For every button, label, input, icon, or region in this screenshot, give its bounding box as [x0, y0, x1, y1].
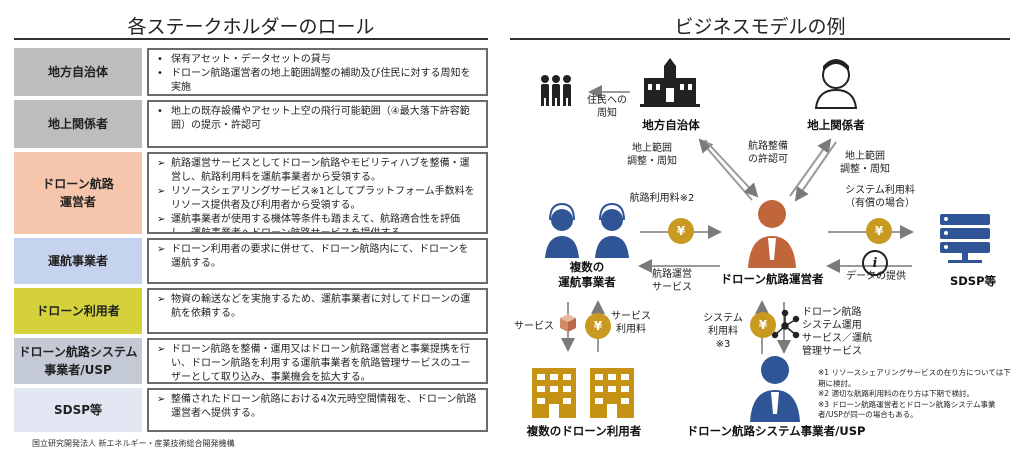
route-operator-icon — [748, 200, 796, 268]
yen-coin-icon: ¥ — [585, 313, 611, 339]
label-route-permit: 航路整備 の許認可 — [748, 141, 788, 165]
footnotes: ※1 リソースシェアリングサービスの在り方については下期に検討。 ※2 適切な航… — [818, 368, 1018, 421]
role-bullet: 運航事業者が使用する機体等条件も踏まえて、航路適合性を評価し、運航事業者へドロー… — [157, 213, 478, 232]
drone-users-buildings-icon — [532, 368, 634, 418]
role-bullet: ドローン航路を整備・運用又はドローン航路運営者と事業提携を行い、ドローン航路を利… — [157, 343, 478, 382]
role-bullet: 航路運営サービスとしてドローン航路やモビリティハブを整備・運営し、航路利用料を運… — [157, 157, 478, 185]
node-sdsp: SDSP等 — [949, 274, 997, 288]
flight-operators-icon — [545, 202, 629, 258]
node-local-gov: 地方自治体 — [642, 118, 700, 132]
label-data-provide: データの提供 — [846, 271, 906, 282]
arrow-localgov-to-operator — [704, 139, 759, 198]
network-icon — [771, 309, 800, 339]
right-section-title: ビジネスモデルの例 — [674, 16, 846, 38]
right-title-rule — [510, 38, 1010, 40]
yen-coin-icon: ¥ — [668, 218, 694, 244]
footnote-1: ※1 リソースシェアリングサービスの在り方については下期に検討。 — [818, 368, 1011, 388]
role-row: 地方自治体保有アセット・データセットの貸与ドローン航路運営者の地上範囲調整の補助… — [14, 48, 488, 96]
info-icon: i — [862, 250, 888, 276]
label-route-fee: 航路利用料※2 — [629, 193, 695, 204]
yen-coin-icon: ¥ — [750, 312, 776, 338]
arrow-operator-to-localgov — [698, 138, 753, 201]
role-bullet: リソースシェアリングサービス※1としてプラットフォーム手数料をリソース提供者及び… — [157, 185, 478, 213]
role-row: ドローン利用者物資の輸送などを実施するため、運航事業者に対してドローンの運航を依… — [14, 288, 488, 334]
label-system-service: ドローン航路 システム運用 サービス／運航 管理サービス — [802, 307, 872, 357]
role-label: ドローン航路システム 事業者/USP — [14, 338, 142, 384]
role-label: 運航事業者 — [14, 238, 142, 284]
node-flight-operators: 複数の 運航事業者 — [558, 260, 616, 289]
service-box-icon — [560, 314, 576, 332]
ground-owner-icon — [814, 59, 858, 109]
role-row: SDSP等整備されたドローン航路における4次元時空間情報を、ドローン航路運営者へ… — [14, 388, 488, 432]
label-route-service: 航路運営 サービス — [652, 269, 692, 293]
role-bullet: 保有アセット・データセットの貸与 — [157, 53, 478, 67]
footnote-3: ※3 ドローン航路運営者とドローン航路システム事業者/USPが同一の場合もある。 — [818, 399, 996, 420]
footnote-2: ※2 適切な航路利用料の在り方は下期で検討。 — [818, 389, 974, 398]
role-bullet: ドローン航路運営者の地上範囲調整の補助及び住民に対する周知を実施 — [157, 67, 478, 94]
role-row: ドローン航路システム 事業者/USP ドローン航路を整備・運用又はドローン航路運営… — [14, 338, 488, 384]
role-description: 整備されたドローン航路における4次元時空間情報を、ドローン航路運営者へ提供する。 — [147, 388, 488, 432]
role-description: ドローン利用者の要求に併せて、ドローン航路内にて、ドローンを運航する。 — [147, 238, 488, 284]
role-row: 運航事業者ドローン利用者の要求に併せて、ドローン航路内にて、ドローンを運航する。 — [14, 238, 488, 284]
role-label: ドローン利用者 — [14, 288, 142, 334]
role-bullet: 整備されたドローン航路における4次元時空間情報を、ドローン航路運営者へ提供する。 — [157, 393, 478, 421]
role-bullet: ドローン利用者の要求に併せて、ドローン航路内にて、ドローンを運航する。 — [157, 243, 478, 271]
node-drone-users: 複数のドローン利用者 — [526, 424, 642, 438]
role-label: 地上関係者 — [14, 100, 142, 148]
role-bullet: 物資の輸送などを実施するため、運航事業者に対してドローンの運航を依頼する。 — [157, 293, 478, 321]
role-description: 地上の既存設備やアセット上空の飛行可能範囲（④最大落下許容範囲）の提示・許認可 — [147, 100, 488, 148]
role-description: 保有アセット・データセットの貸与ドローン航路運営者の地上範囲調整の補助及び住民に… — [147, 48, 488, 96]
node-system-provider: ドローン航路システム事業者/USP — [686, 424, 866, 438]
left-section-title: 各ステークホルダーのロール — [127, 16, 375, 38]
label-adjust-left: 地上範囲 調整・周知 — [627, 143, 677, 167]
yen-coin-icon: ¥ — [866, 218, 892, 244]
arrow-ground-to-operator — [794, 141, 837, 202]
label-adjust-right: 地上範囲 調整・周知 — [840, 151, 890, 175]
role-description: 航路運営サービスとしてドローン航路やモビリティハブを整備・運営し、航路利用料を運… — [147, 152, 488, 234]
label-residents: 住民への 周知 — [587, 95, 627, 119]
role-bullet: 地上の既存設備やアセット上空の飛行可能範囲（④最大落下許容範囲）の提示・許認可 — [157, 105, 478, 133]
sdsp-server-icon — [940, 214, 990, 263]
system-provider-icon — [750, 356, 800, 422]
role-row: ドローン航路 運営者航路運営サービスとしてドローン航路やモビリティハブを整備・運… — [14, 152, 488, 234]
node-route-operator: ドローン航路運営者 — [720, 272, 824, 286]
role-row: 地上関係者地上の既存設備やアセット上空の飛行可能範囲（④最大落下許容範囲）の提示… — [14, 100, 488, 148]
role-label: SDSP等 — [14, 388, 142, 432]
role-description: ドローン航路を整備・運用又はドローン航路運営者と事業提携を行い、ドローン航路を利… — [147, 338, 488, 384]
label-service-fee: サービス 利用料 — [611, 311, 651, 335]
label-system-fee-paid: システム利用料 （有償の場合） — [845, 185, 915, 209]
source-footer: 国立研究開発法人 新エネルギー・産業技術総合開発機構 — [32, 439, 235, 448]
role-label: 地方自治体 — [14, 48, 142, 96]
label-service: サービス — [514, 321, 554, 332]
role-description: 物資の輸送などを実施するため、運航事業者に対してドローンの運航を依頼する。 — [147, 288, 488, 334]
label-system-fee3: システム 利用料 ※3 — [703, 313, 743, 350]
role-label: ドローン航路 運営者 — [14, 152, 142, 234]
node-ground: 地上関係者 — [807, 118, 865, 132]
left-title-rule — [14, 38, 488, 40]
residents-icon — [541, 75, 571, 106]
